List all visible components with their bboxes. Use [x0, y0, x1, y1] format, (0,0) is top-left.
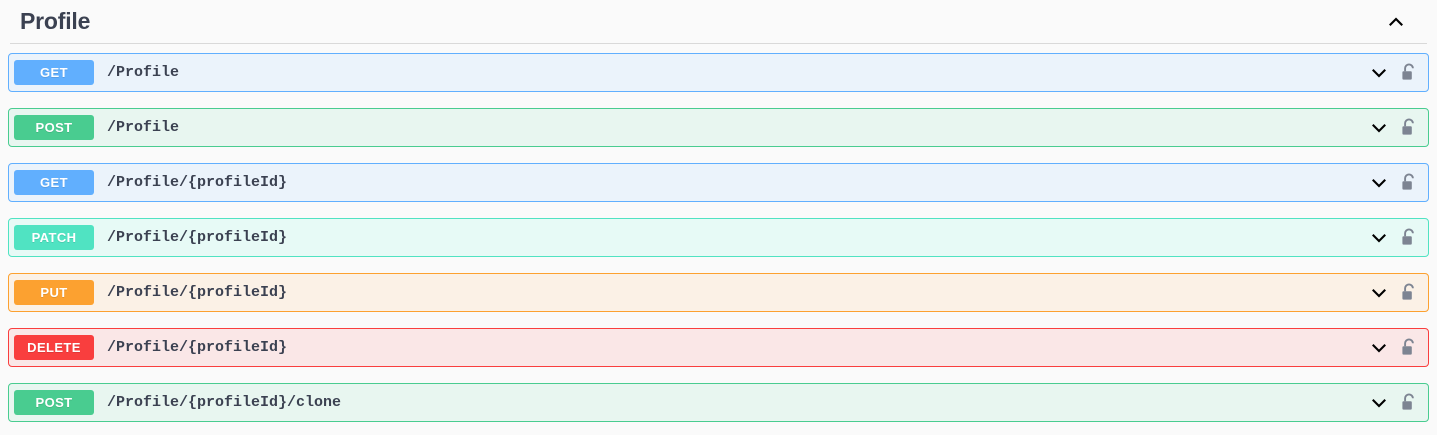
operation-summary[interactable]: GET/Profile/{profileId} — [9, 170, 1428, 195]
unlocked-padlock-icon[interactable] — [1398, 227, 1420, 249]
operation-row[interactable]: PATCH/Profile/{profileId} — [8, 218, 1429, 257]
operation-row[interactable]: POST/Profile/{profileId}/clone — [8, 383, 1429, 422]
operation-controls — [1368, 172, 1428, 194]
page-title: Profile — [20, 8, 91, 34]
operation-path: /Profile/{profileId} — [107, 174, 288, 191]
operation-controls — [1368, 282, 1428, 304]
operation-summary[interactable]: PATCH/Profile/{profileId} — [9, 225, 1428, 250]
chevron-down-icon[interactable] — [1368, 172, 1390, 194]
operation-row[interactable]: GET/Profile — [8, 53, 1429, 92]
operation-row[interactable]: GET/Profile/{profileId} — [8, 163, 1429, 202]
unlocked-padlock-icon[interactable] — [1398, 172, 1420, 194]
operation-path: /Profile/{profileId}/clone — [107, 394, 342, 411]
unlocked-padlock-icon[interactable] — [1398, 337, 1420, 359]
chevron-down-icon[interactable] — [1368, 62, 1390, 84]
method-badge: DELETE — [14, 335, 94, 360]
operation-row[interactable]: DELETE/Profile/{profileId} — [8, 328, 1429, 367]
operation-summary[interactable]: GET/Profile — [9, 60, 1428, 85]
method-badge: POST — [14, 390, 94, 415]
operation-controls — [1368, 337, 1428, 359]
operation-row[interactable]: PUT/Profile/{profileId} — [8, 273, 1429, 312]
method-badge: GET — [14, 60, 94, 85]
operation-controls — [1368, 62, 1428, 84]
chevron-down-icon[interactable] — [1368, 117, 1390, 139]
method-badge: GET — [14, 170, 94, 195]
operation-controls — [1368, 227, 1428, 249]
tag-header-profile[interactable]: Profile — [10, 0, 1427, 44]
operation-controls — [1368, 117, 1428, 139]
unlocked-padlock-icon[interactable] — [1398, 117, 1420, 139]
chevron-down-icon[interactable] — [1368, 392, 1390, 414]
operation-summary[interactable]: PUT/Profile/{profileId} — [9, 280, 1428, 305]
unlocked-padlock-icon[interactable] — [1398, 62, 1420, 84]
operation-path: /Profile — [107, 119, 180, 136]
chevron-down-icon[interactable] — [1368, 227, 1390, 249]
chevron-down-icon[interactable] — [1368, 337, 1390, 359]
operation-path: /Profile — [107, 64, 180, 81]
method-badge: PUT — [14, 280, 94, 305]
operation-summary[interactable]: POST/Profile — [9, 115, 1428, 140]
operation-path: /Profile/{profileId} — [107, 339, 288, 356]
chevron-up-icon[interactable] — [1385, 11, 1407, 33]
method-badge: POST — [14, 115, 94, 140]
operation-path: /Profile/{profileId} — [107, 284, 288, 301]
operation-summary[interactable]: POST/Profile/{profileId}/clone — [9, 390, 1428, 415]
unlocked-padlock-icon[interactable] — [1398, 282, 1420, 304]
operation-row[interactable]: POST/Profile — [8, 108, 1429, 147]
operation-summary[interactable]: DELETE/Profile/{profileId} — [9, 335, 1428, 360]
operation-path: /Profile/{profileId} — [107, 229, 288, 246]
unlocked-padlock-icon[interactable] — [1398, 392, 1420, 414]
method-badge: PATCH — [14, 225, 94, 250]
chevron-down-icon[interactable] — [1368, 282, 1390, 304]
operation-controls — [1368, 392, 1428, 414]
